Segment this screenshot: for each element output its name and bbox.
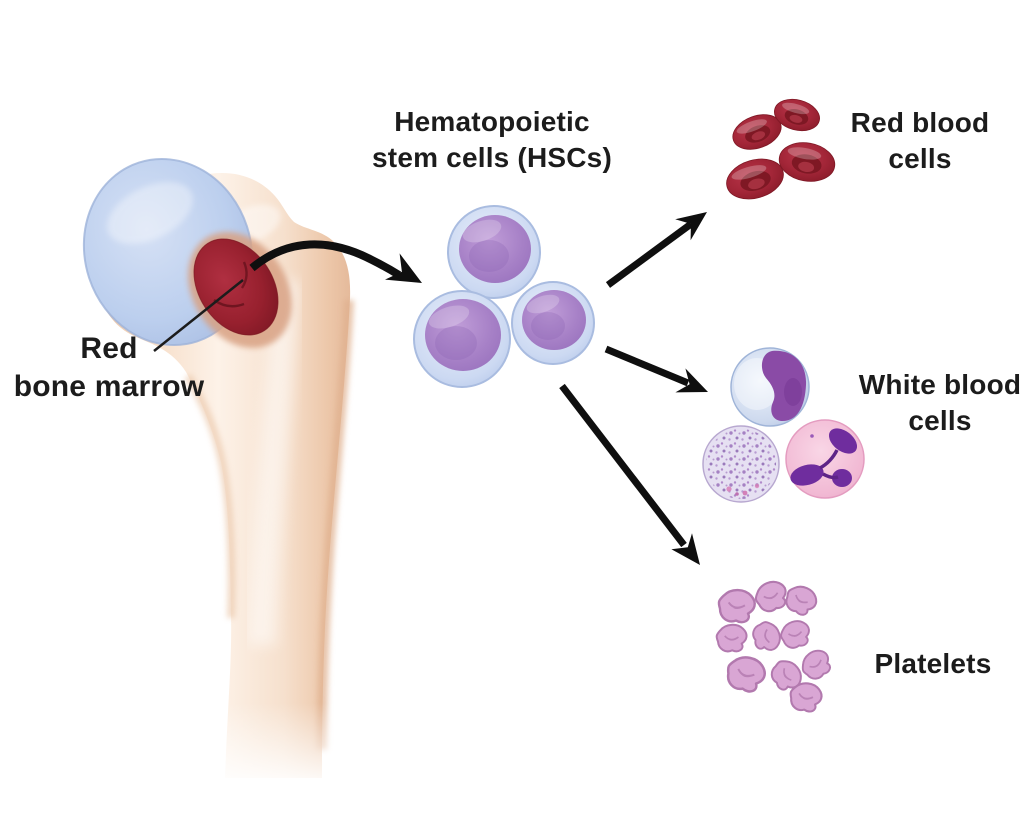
neutrophil-nucleus [790,428,858,487]
red-blood-cell-4 [726,158,784,200]
platelet-group [714,577,836,716]
marrow-label-line [153,279,244,352]
white-blood-cells-label: White blood cells [858,369,1022,436]
platelet [714,585,758,627]
femur-bone [82,157,375,819]
stem-cell-3 [511,281,595,365]
curved-arrow-line [249,240,402,279]
granulocyte [702,425,780,503]
platelet [780,579,822,621]
stem-cells-label: Hematopoietic stem cells (HSCs) [372,106,612,173]
arrow-to-red-blood-cells [605,212,707,288]
curved-arrow-head [385,253,422,283]
red-blood-cells-label: Red blood cells [850,107,990,174]
red-blood-cell-1 [732,114,782,150]
platelets-label: Platelets [874,648,992,679]
bone-edge-shadow-right [317,299,354,751]
bone-bottom-fade [165,703,375,819]
arrow-to-platelets [559,383,700,565]
red-blood-cell-2 [774,98,820,132]
marrow-texture-line [240,261,248,289]
lymphocyte [730,347,810,427]
stem-cell-2 [413,290,511,388]
platelet [796,645,836,684]
platelet [750,619,783,654]
white-blood-cell-group [702,347,865,503]
stem-cell-group [413,205,595,388]
neutrophil [785,419,865,499]
bone-edge-shadow-left [184,374,236,619]
bone-marrow-label: Red bone marrow [13,332,205,404]
lymphocyte-nucleus [761,350,807,422]
platelet [778,618,813,651]
platelet [751,577,791,615]
red-blood-cell-3 [778,142,836,182]
cartilage-highlight [107,182,193,244]
red-blood-cell-group [726,98,836,200]
platelet [721,650,770,698]
marrow-to-stem-cells-arrow [249,240,422,283]
platelet [714,622,749,654]
arrow-to-white-blood-cells [604,345,708,393]
stem-cell-1 [447,205,541,299]
